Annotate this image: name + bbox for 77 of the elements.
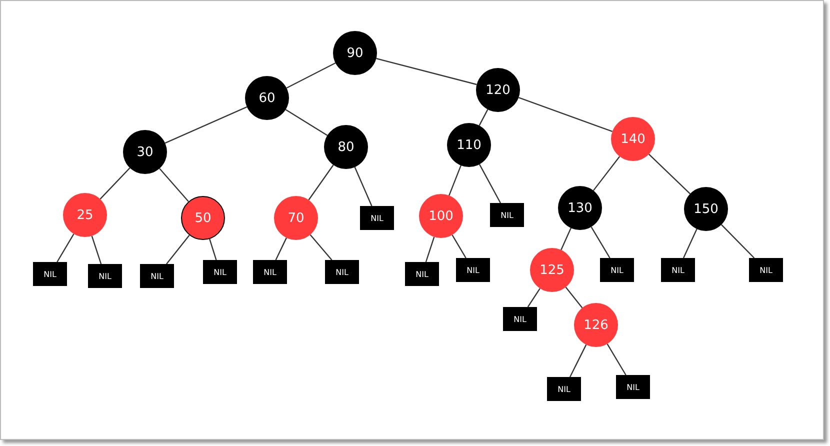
- nil-leaf-box: [456, 258, 490, 282]
- nil-leaf-box: [203, 260, 237, 284]
- node-label: NIL: [626, 382, 640, 392]
- tree-edge: [478, 109, 488, 126]
- tree-edge: [275, 238, 287, 260]
- node-label: 30: [136, 144, 154, 160]
- node-label: NIL: [760, 266, 772, 274]
- tree-edge: [560, 228, 572, 250]
- tree-edge: [565, 286, 583, 308]
- node-label: 25: [76, 208, 94, 222]
- tree-edge: [721, 224, 755, 258]
- tree-edge: [286, 62, 336, 89]
- node-label: NIL: [416, 270, 428, 278]
- tree-edge: [164, 106, 248, 144]
- node-label: 60: [258, 90, 276, 106]
- tree-edge: [448, 165, 462, 196]
- tree-edge: [527, 288, 540, 308]
- nil-leaf-box: [325, 260, 359, 284]
- nil-leaf-box: [616, 375, 650, 399]
- nil-leaf-box: [253, 260, 287, 284]
- tree-edge: [56, 234, 74, 262]
- node-label: NIL: [214, 268, 226, 276]
- tree-edge: [648, 154, 691, 194]
- tree-edge: [166, 234, 190, 264]
- tree-edge: [209, 238, 217, 260]
- tree-edge: [518, 96, 613, 132]
- node-label: NIL: [514, 314, 526, 324]
- nil-leaf-box: [503, 307, 537, 331]
- node-label: NIL: [558, 384, 570, 394]
- tree-edge: [91, 236, 102, 264]
- tree-edge: [569, 344, 587, 378]
- nil-leaf-box: [661, 258, 695, 282]
- tree-edge: [100, 168, 130, 200]
- node-label: 126: [584, 318, 608, 332]
- node-label: NIL: [500, 210, 514, 220]
- node-label: 100: [428, 208, 454, 224]
- node-label: 140: [620, 132, 646, 146]
- tree-edge: [592, 156, 620, 191]
- nil-leaf-box: [490, 203, 524, 227]
- node-label: 125: [540, 262, 564, 278]
- node-label: NIL: [370, 214, 384, 222]
- tree-edge: [285, 109, 328, 136]
- tree-edge: [478, 164, 502, 204]
- nil-leaf-box: [749, 258, 783, 282]
- node-label: 80: [338, 140, 354, 154]
- node-label: 120: [486, 82, 510, 98]
- nil-leaf-box: [547, 377, 581, 401]
- tree-edge: [376, 58, 477, 86]
- tree-edge: [606, 344, 626, 376]
- nil-leaf-box: [405, 262, 439, 286]
- node-label: NIL: [336, 268, 348, 276]
- node-label: 130: [568, 200, 592, 216]
- tree-edge: [682, 228, 698, 258]
- node-label: NIL: [150, 272, 164, 280]
- nil-leaf-box: [600, 258, 634, 282]
- nil-leaf-box: [33, 262, 67, 286]
- nil-leaf-box: [140, 264, 174, 288]
- node-label: 70: [288, 210, 304, 226]
- tree-edge: [425, 236, 435, 262]
- node-label: 50: [194, 210, 212, 226]
- node-label: NIL: [466, 266, 480, 274]
- tree-edge: [452, 234, 466, 258]
- nil-leaf-box: [88, 264, 122, 288]
- node-label: NIL: [264, 268, 276, 276]
- node-label: NIL: [610, 266, 624, 274]
- tree-edge: [159, 168, 189, 202]
- tree-edge: [354, 166, 372, 206]
- node-label: NIL: [44, 270, 56, 278]
- node-label: NIL: [98, 272, 112, 280]
- node-label: 110: [456, 138, 482, 152]
- node-label: 150: [694, 202, 718, 216]
- tree-edge: [310, 234, 332, 260]
- node-label: NIL: [672, 266, 684, 274]
- nil-leaf-box: [360, 206, 394, 230]
- node-label: 90: [346, 46, 364, 60]
- tree-edge: [590, 226, 610, 258]
- tree-edge: [308, 164, 334, 200]
